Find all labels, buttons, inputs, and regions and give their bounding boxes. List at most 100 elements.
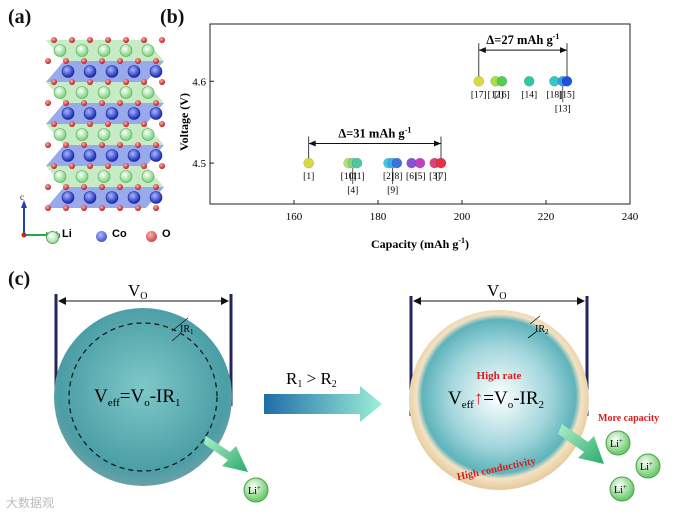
right-li-ion-1: Li+ [605, 430, 631, 456]
o-atom [153, 184, 159, 190]
svg-text:Li+: Li+ [610, 437, 623, 450]
watermark: 大数据观 [6, 496, 55, 510]
li-atom [53, 170, 67, 183]
left-particle-circle [54, 308, 232, 486]
o-atom [63, 100, 69, 106]
o-atom [45, 142, 51, 148]
o-atom [105, 37, 111, 43]
o-atom [45, 100, 51, 106]
o-atom [51, 163, 57, 169]
o-atom [141, 121, 147, 127]
o-atom [69, 37, 75, 43]
o-atom [51, 121, 57, 127]
li-atom [97, 86, 111, 99]
reference-label: [11] [349, 172, 364, 182]
li-atom [53, 86, 67, 99]
particle-diagram: VO IR1 Veff=Vo-IR1 Li+ R1 > R2 VO IR2 Hi… [54, 281, 661, 503]
y-axis-title: Voltage (V) [180, 93, 191, 151]
reference-label: [6] [406, 172, 417, 182]
o-atom [99, 205, 105, 211]
reference-label: [14] [521, 90, 537, 100]
o-atom [123, 79, 129, 85]
li-atom [75, 44, 89, 57]
o-atom [159, 163, 165, 169]
y-tick-label: 4.5 [192, 158, 206, 170]
right-li-ion-2: Li+ [635, 453, 661, 479]
delta-label: Δ=31 mAh g-1 [338, 125, 411, 140]
o-atom [123, 163, 129, 169]
co-atom [105, 191, 119, 204]
co-atom [61, 149, 75, 162]
o-atom [153, 142, 159, 148]
li-atom [119, 128, 133, 141]
reference-label: [10] [341, 172, 357, 182]
li-atom [119, 86, 133, 99]
arrow-head-left [308, 140, 316, 147]
right-veff-equation: Veff↑=Vo-IR2 [448, 388, 544, 411]
co-atom [83, 107, 97, 120]
li-atom [141, 44, 155, 57]
co-atom [127, 65, 141, 78]
r-comparison: R1 > R2 [264, 369, 382, 422]
o-atom [117, 205, 123, 211]
right-particle-circle [409, 310, 589, 490]
o-atom [135, 142, 141, 148]
ir1-label: IR1 [180, 324, 194, 336]
li-atom [75, 170, 89, 183]
o-atom [87, 121, 93, 127]
o-atom [63, 184, 69, 190]
co-atom [127, 191, 141, 204]
left-li-ion: Li+ [243, 477, 269, 503]
ir2-label: IR2 [535, 324, 549, 336]
li-atom [119, 44, 133, 57]
li-atom [53, 128, 67, 141]
data-point [303, 157, 314, 169]
left-particle: VO IR1 Veff=Vo-IR1 Li+ [54, 281, 269, 503]
o-ball-icon [146, 231, 157, 242]
o-atom [45, 205, 51, 211]
svg-text:Li+: Li+ [614, 483, 627, 496]
x-tick-label: 240 [622, 211, 639, 223]
arrow-head-left [478, 47, 486, 54]
reference-label: [7] [435, 172, 446, 182]
co-atom [61, 107, 75, 120]
co-atom [61, 191, 75, 204]
co-atom [83, 149, 97, 162]
li-atom [141, 170, 155, 183]
li-atom [53, 44, 67, 57]
data-point [391, 157, 403, 169]
o-atom [81, 205, 87, 211]
data-point [435, 157, 447, 169]
o-atom [99, 142, 105, 148]
panel-a-label: (a) [8, 6, 32, 28]
reference-label: [4] [347, 186, 358, 196]
co-atom [105, 107, 119, 120]
o-atom [99, 100, 105, 106]
o-atom [159, 37, 165, 43]
o-atom [159, 121, 165, 127]
o-atom [69, 79, 75, 85]
o-atom [117, 184, 123, 190]
x-tick-label: 220 [538, 211, 555, 223]
left-veff-equation: Veff=Vo-IR1 [94, 386, 181, 409]
reference-label: [1] [303, 172, 314, 182]
r-compare-label: R1 > R2 [286, 369, 337, 390]
li-atom [75, 128, 89, 141]
co-atom [149, 65, 163, 78]
o-atom [117, 100, 123, 106]
arrow-head-right [434, 140, 441, 147]
co-atom [127, 107, 141, 120]
o-atom [153, 100, 159, 106]
data-point [496, 76, 508, 87]
o-atom [87, 79, 93, 85]
o-atom [123, 121, 129, 127]
o-atom [123, 37, 129, 43]
svg-text:Li+: Li+ [248, 484, 261, 497]
o-atom [81, 184, 87, 190]
li-atom [141, 86, 155, 99]
co-atom [83, 191, 97, 204]
x-tick-label: 160 [286, 211, 303, 223]
li-atom [97, 44, 111, 57]
y-tick-label: 4.6 [192, 76, 206, 88]
co-atom [61, 65, 75, 78]
